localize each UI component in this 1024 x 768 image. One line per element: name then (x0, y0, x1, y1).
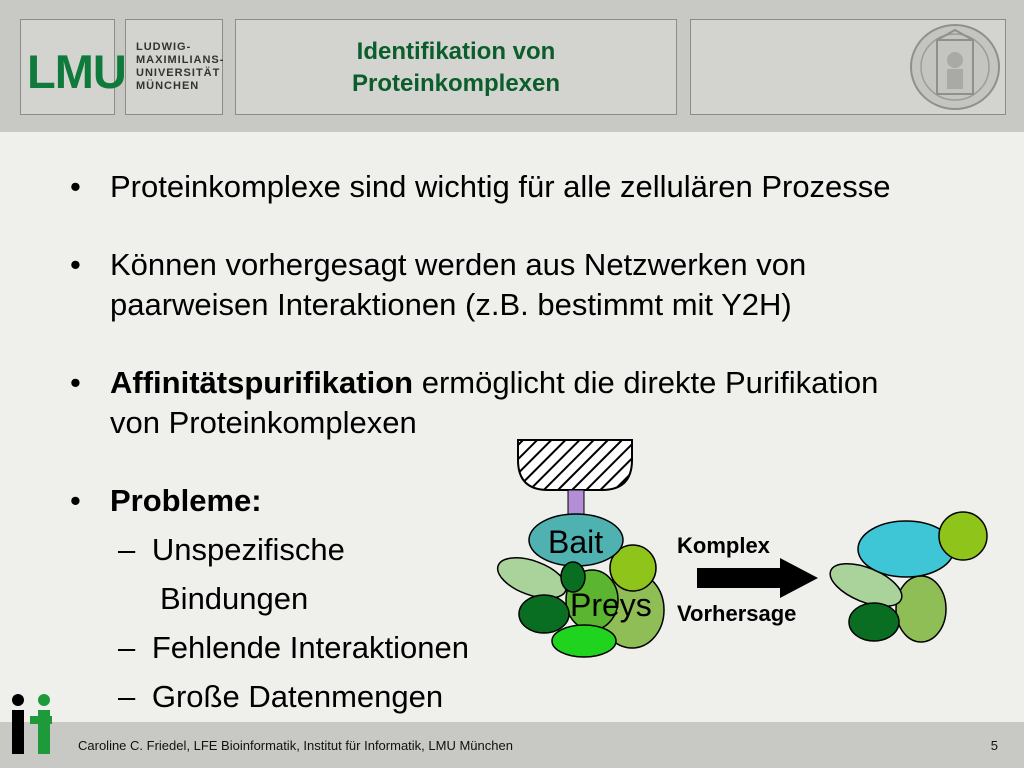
sub-bullet-3: – Große Datenmengen (118, 679, 444, 714)
complex-olive (895, 575, 947, 643)
lfe-logo-icon (12, 694, 52, 754)
slide-footer: Caroline C. Friedel, LFE Bioinformatik, … (0, 694, 1024, 768)
slide-header: LMU LUDWIG- MAXIMILIANS- UNIVERSITÄT MÜN… (0, 0, 1024, 132)
sub-bullet-1-cont: Bindungen (160, 581, 309, 616)
affinity-matrix (517, 439, 633, 491)
sub-bullet-1: – Unspezifische (118, 532, 345, 567)
prey-dark-left (518, 594, 570, 634)
footer-credits: Caroline C. Friedel, LFE Bioinformatik, … (78, 738, 513, 753)
prey-bright (551, 624, 617, 658)
lmu-logo: LMU (27, 45, 127, 98)
sub-bullet-2: – Fehlende Interaktionen (118, 630, 469, 665)
complex-lime (938, 511, 988, 561)
prey-pale-left (496, 557, 568, 599)
seal-box (690, 19, 1006, 115)
prey-small-dark (560, 561, 586, 593)
university-name-box: LUDWIG- MAXIMILIANS- UNIVERSITÄT MÜNCHEN (125, 19, 223, 115)
tag-linker (567, 489, 585, 517)
logo-box: LMU (20, 19, 127, 115)
arrow-icon (697, 558, 818, 598)
university-seal-icon (910, 24, 1000, 110)
arrow-top-label: Komplex (677, 533, 770, 558)
preys-label: Preys (570, 587, 652, 623)
bait-label: Bait (548, 524, 604, 560)
arrow-bottom-label: Vorhersage (677, 601, 797, 626)
page-number: 5 (990, 738, 998, 753)
university-name: LUDWIG- MAXIMILIANS- UNIVERSITÄT MÜNCHEN (136, 41, 225, 92)
slide-title: Identifikation von Proteinkomplexen (351, 38, 561, 97)
complex-dark (848, 602, 900, 642)
prey-lime (609, 544, 657, 592)
title-box: Identifikation von Proteinkomplexen (235, 19, 677, 115)
